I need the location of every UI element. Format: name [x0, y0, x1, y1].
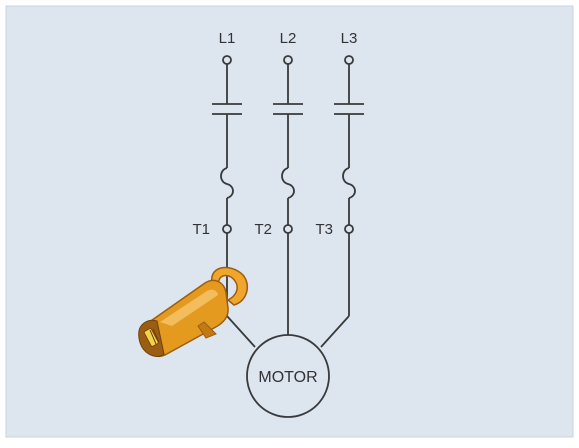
clamp-meter-icon — [138, 266, 249, 357]
overload-l1 — [220, 167, 234, 199]
terminal-label-t2: T2 — [254, 221, 272, 238]
terminal-label-t1: T1 — [192, 221, 210, 238]
motor-symbol — [246, 334, 330, 418]
motor-label: MOTOR — [258, 369, 317, 386]
terminal-label-t3: T3 — [315, 221, 333, 238]
line-label-l1: L1 — [219, 30, 236, 47]
phase-3-circuit — [320, 55, 364, 348]
phase-2-circuit — [273, 55, 303, 335]
line-terminal-l2 — [283, 55, 293, 65]
overload-l3 — [342, 167, 356, 199]
overload-l2 — [281, 167, 295, 199]
line-terminal-l3 — [344, 55, 354, 65]
line-label-l3: L3 — [341, 30, 358, 47]
line-terminal-l1 — [222, 55, 232, 65]
phase-1-circuit — [212, 55, 256, 348]
line-label-l2: L2 — [280, 30, 297, 47]
terminal-t1 — [222, 224, 232, 234]
terminal-t2 — [283, 224, 293, 234]
terminal-t3 — [344, 224, 354, 234]
